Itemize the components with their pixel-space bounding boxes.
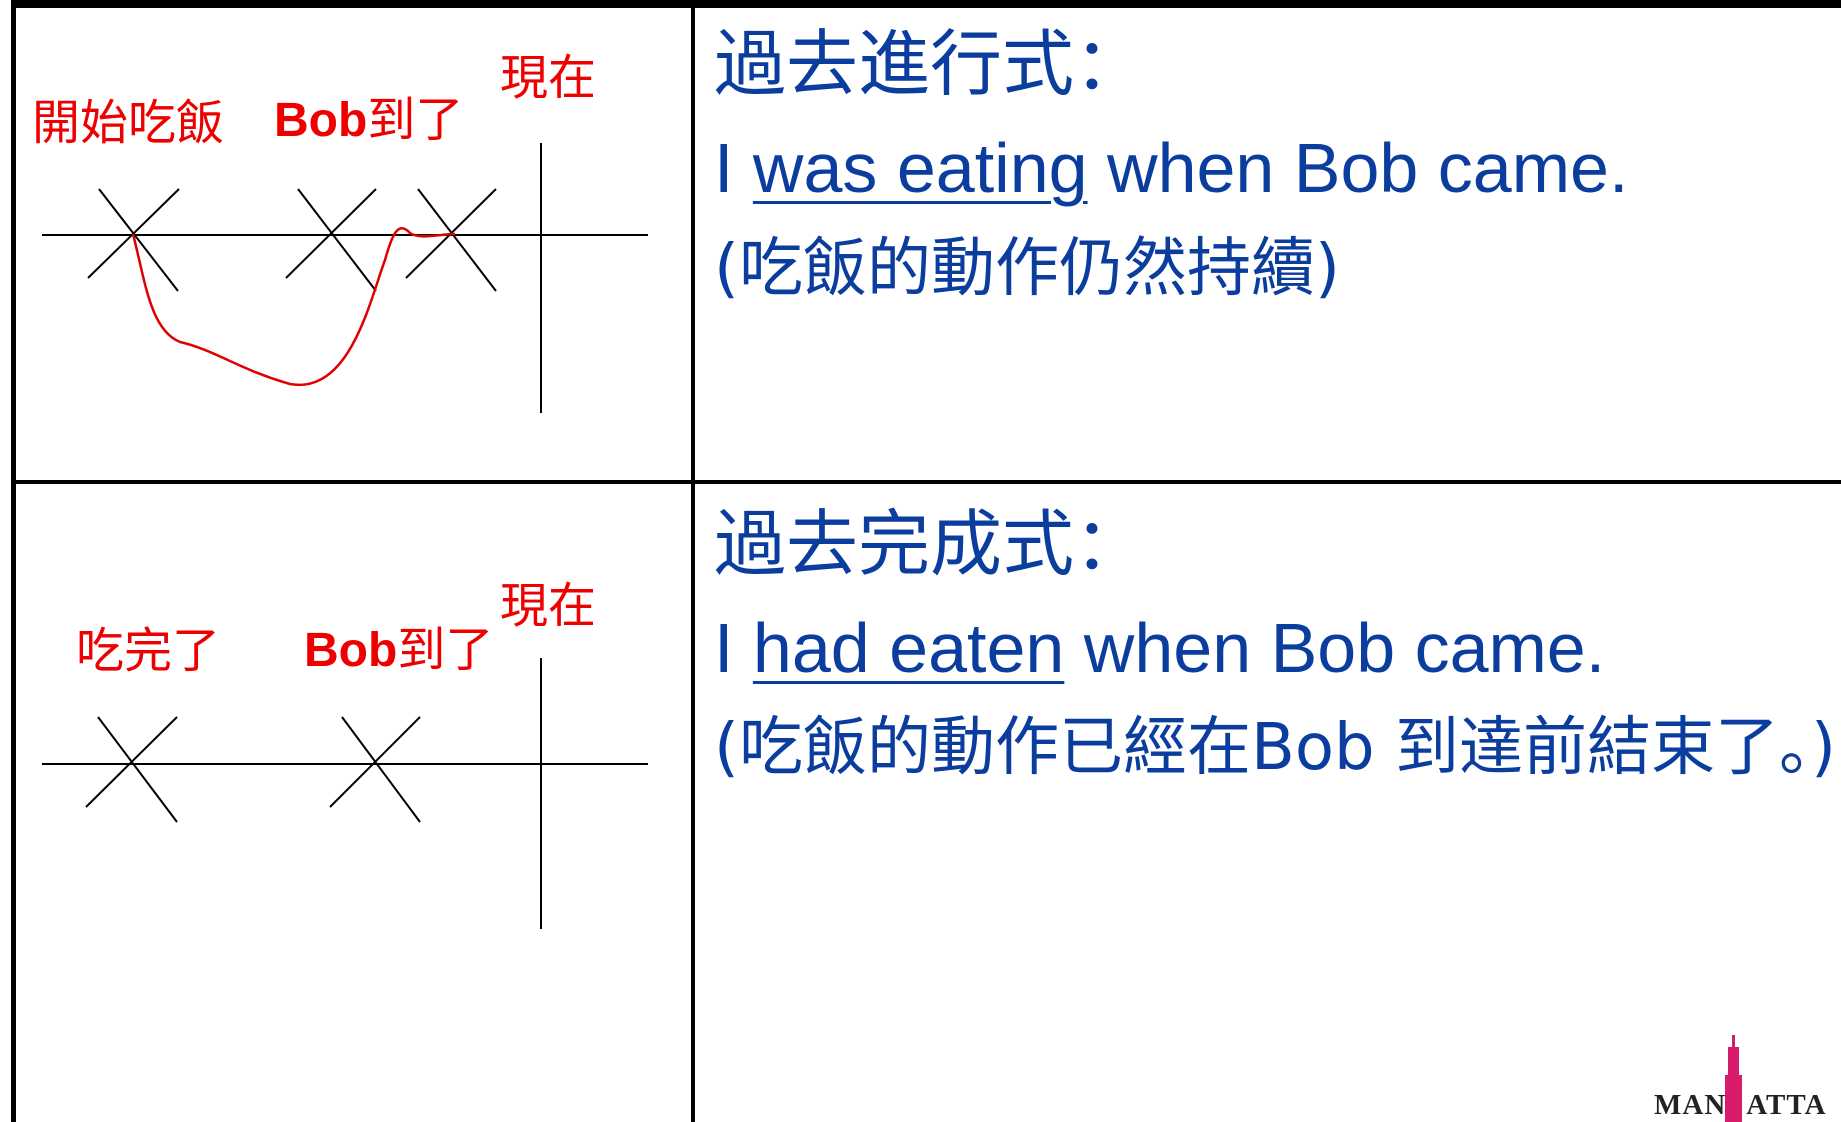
heading-past-perfect: 過去完成式：	[714, 502, 1147, 586]
logo-wordmark-right: ATTA	[1746, 1089, 1827, 1121]
label-finished-eating: 吃完了	[76, 623, 221, 679]
sentence-start: I	[714, 129, 753, 207]
label-bob-name: Bob	[274, 94, 368, 147]
label-start-eating: 開始吃飯	[32, 95, 225, 151]
logo-wordmark: MAN ATTA	[1654, 1089, 1827, 1122]
timeline-diagram-completed	[42, 658, 648, 929]
table-left-border	[11, 0, 16, 1122]
heading-past-progressive: 過去進行式：	[714, 22, 1147, 106]
event-cross-bob	[405, 188, 497, 292]
verb-phrase-underlined: was eating	[752, 129, 1088, 207]
skyscraper-icon	[1725, 1035, 1742, 1122]
example-sentence-past-perfect: I had eaten when Bob came.	[714, 613, 1605, 683]
explanation-past-perfect: (吃飯的動作已經在Bob 到達前結束了。)	[714, 711, 1836, 785]
sentence-start: I	[714, 609, 753, 687]
explanation-past-progressive: (吃飯的動作仍然持續)	[714, 232, 1340, 306]
event-cross-finished	[85, 716, 178, 823]
event-cross-start	[87, 188, 180, 292]
eating-continuation-curve	[131, 227, 456, 387]
event-cross-middle	[285, 188, 377, 292]
label-bob-arrived: Bob到了	[304, 626, 493, 675]
example-sentence-past-progressive: I was eating when Bob came.	[714, 133, 1628, 203]
table-top-border	[11, 0, 1841, 8]
logo-wordmark-left: MAN	[1654, 1089, 1727, 1121]
label-now: 現在	[500, 578, 597, 634]
table-column-divider	[691, 0, 695, 1122]
manhattan-logo: MAN ATTA	[1646, 1027, 1841, 1122]
sentence-end: when Bob came.	[1087, 129, 1629, 207]
event-cross-bob	[329, 716, 421, 823]
label-bob-name: Bob	[304, 624, 398, 677]
verb-phrase-underlined: had eaten	[752, 609, 1065, 687]
label-bob-arrived-cjk: 到了	[397, 622, 494, 678]
timeline-diagram-continuous	[42, 143, 648, 413]
table-row-divider	[11, 480, 1841, 484]
label-now: 現在	[500, 50, 597, 106]
sentence-end: when Bob came.	[1064, 609, 1606, 687]
label-bob-arrived-cjk: 到了	[367, 92, 464, 148]
label-bob-arrived: Bob到了	[274, 96, 463, 145]
